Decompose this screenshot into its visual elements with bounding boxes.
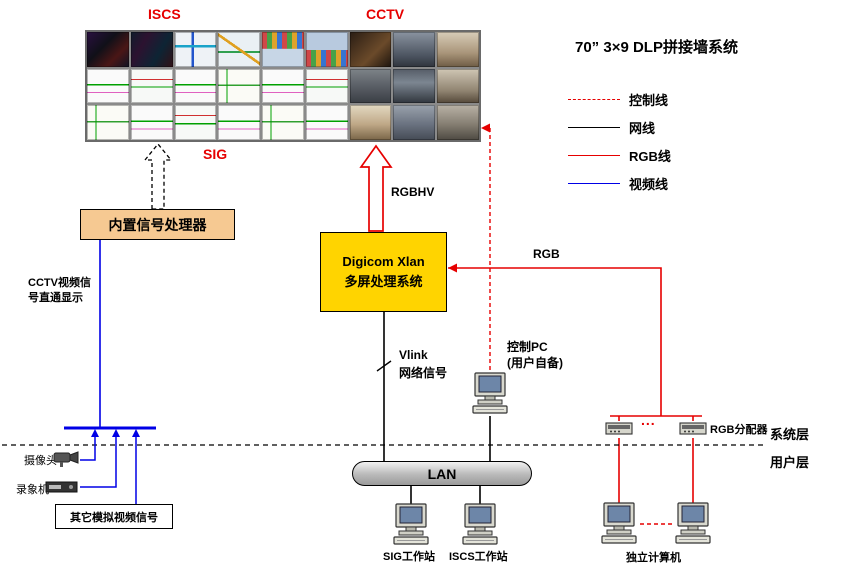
wall-cell: [393, 32, 436, 67]
legend: 控制线 网线 RGB线 视频线: [568, 92, 671, 204]
wall-cell: [262, 105, 304, 140]
wall-cell: [262, 32, 304, 67]
recorder-icon: [45, 481, 78, 493]
rgb-label: RGB: [533, 247, 560, 261]
dashed-arrow-processor-to-wall: [143, 142, 173, 210]
wall-cell: [262, 68, 304, 104]
legend-item-network: 网线: [568, 120, 671, 136]
wall-cctv-label: CCTV: [366, 6, 405, 22]
wall-cell: [393, 68, 436, 104]
wall-cell: [130, 32, 173, 67]
cctv-direct-label-line2: 号直通显示: [28, 292, 83, 304]
legend-item-rgb: RGB线: [568, 148, 671, 164]
rgb-distributor-icon: [679, 422, 707, 435]
digicom-box: Digicom Xlan 多屏处理系统: [320, 232, 447, 312]
wall-cell: [174, 68, 217, 104]
control-pc-computer-icon: [472, 372, 508, 414]
rgb-distributor-icon: [605, 422, 633, 435]
vlink-label-line2: 网络信号: [399, 366, 448, 380]
legend-label: 网线: [629, 120, 656, 136]
vlink-slash: [376, 360, 392, 372]
wall-cell: [349, 68, 392, 104]
wall-sig-label: SIG: [203, 146, 228, 162]
rgb-distributor-label: RGB分配器: [710, 424, 768, 436]
wall-cell: [218, 32, 261, 67]
camera-video-line: [80, 436, 96, 461]
wall-cell: [437, 105, 479, 140]
control-line-arrowhead: [481, 123, 490, 133]
rgbhv-label: RGBHV: [391, 185, 435, 199]
cctv-direct-label-line1: CCTV视频信: [28, 277, 91, 289]
wall-cell: [349, 105, 392, 140]
lan-bus: LAN: [352, 461, 532, 486]
legend-item-control: 控制线: [568, 92, 671, 108]
wall-cell: [130, 105, 173, 140]
rgb-line-arrowhead: [448, 263, 457, 273]
wall-iscs-label: ISCS: [148, 6, 181, 22]
signal-processor-label: 内置信号处理器: [108, 216, 207, 233]
control-pc-label-line2: (用户自备): [507, 356, 563, 370]
camera-label: 摄像头: [24, 455, 57, 467]
iscs-workstation-label: ISCS工作站: [449, 551, 508, 563]
distributor-ellipsis: ...: [641, 412, 656, 428]
page-title: 70” 3×9 DLP拼接墙系统: [575, 39, 738, 56]
legend-label: 视频线: [629, 176, 669, 192]
blue-line-sample: [568, 182, 620, 184]
wall-cell: [87, 68, 129, 104]
wall-cell: [393, 105, 436, 140]
recorder-line-arrowhead: [112, 429, 120, 437]
wall-cell: [174, 32, 217, 67]
wall-cell: [174, 105, 217, 140]
wall-cell: [87, 105, 129, 140]
recorder-label: 录象机: [16, 484, 49, 496]
lan-label: LAN: [427, 465, 457, 482]
wall-cell: [437, 68, 479, 104]
sig-workstation-label: SIG工作站: [383, 551, 435, 563]
dashed-red-line-sample: [568, 98, 620, 100]
camera-icon: [53, 451, 79, 467]
wall-cell: [130, 68, 173, 104]
signal-processor-box: 内置信号处理器: [80, 209, 235, 240]
wall-cell: [437, 32, 479, 67]
legend-label: RGB线: [629, 148, 671, 164]
other-signals-box: 其它模拟视频信号: [55, 504, 173, 529]
standalone-computer-icon: [601, 502, 637, 544]
video-wall-grid: [85, 30, 481, 142]
wall-cell: [87, 32, 129, 67]
black-line-sample: [568, 126, 620, 128]
other-signals-label: 其它模拟视频信号: [70, 511, 158, 524]
control-pc-label-line1: 控制PC: [507, 340, 548, 354]
standalone-pcs-label: 独立计算机: [626, 552, 681, 564]
red-line-sample: [568, 154, 620, 156]
wall-cell: [349, 32, 392, 67]
iscs-workstation-computer-icon: [462, 503, 498, 545]
digicom-label-line1: Digicom Xlan: [342, 253, 425, 269]
rgbhv-arrow: [359, 144, 393, 232]
wall-cell: [305, 32, 348, 67]
sig-workstation-computer-icon: [393, 503, 429, 545]
standalone-computer-icon: [675, 502, 711, 544]
rgb-line: [448, 267, 662, 416]
system-layer-label: 系统层: [770, 427, 810, 442]
wall-cell: [305, 68, 348, 104]
legend-label: 控制线: [629, 92, 669, 108]
digicom-label-line2: 多屏处理系统: [344, 274, 423, 289]
wall-cell: [218, 105, 261, 140]
vlink-label-line1: Vlink: [399, 348, 428, 362]
recorder-video-line: [80, 436, 117, 488]
legend-item-video: 视频线: [568, 176, 671, 192]
wall-cell: [218, 68, 261, 104]
wall-cell: [305, 105, 348, 140]
othersignal-line-arrowhead: [132, 429, 140, 437]
camera-line-arrowhead: [91, 429, 99, 437]
user-layer-label: 用户层: [770, 455, 810, 470]
